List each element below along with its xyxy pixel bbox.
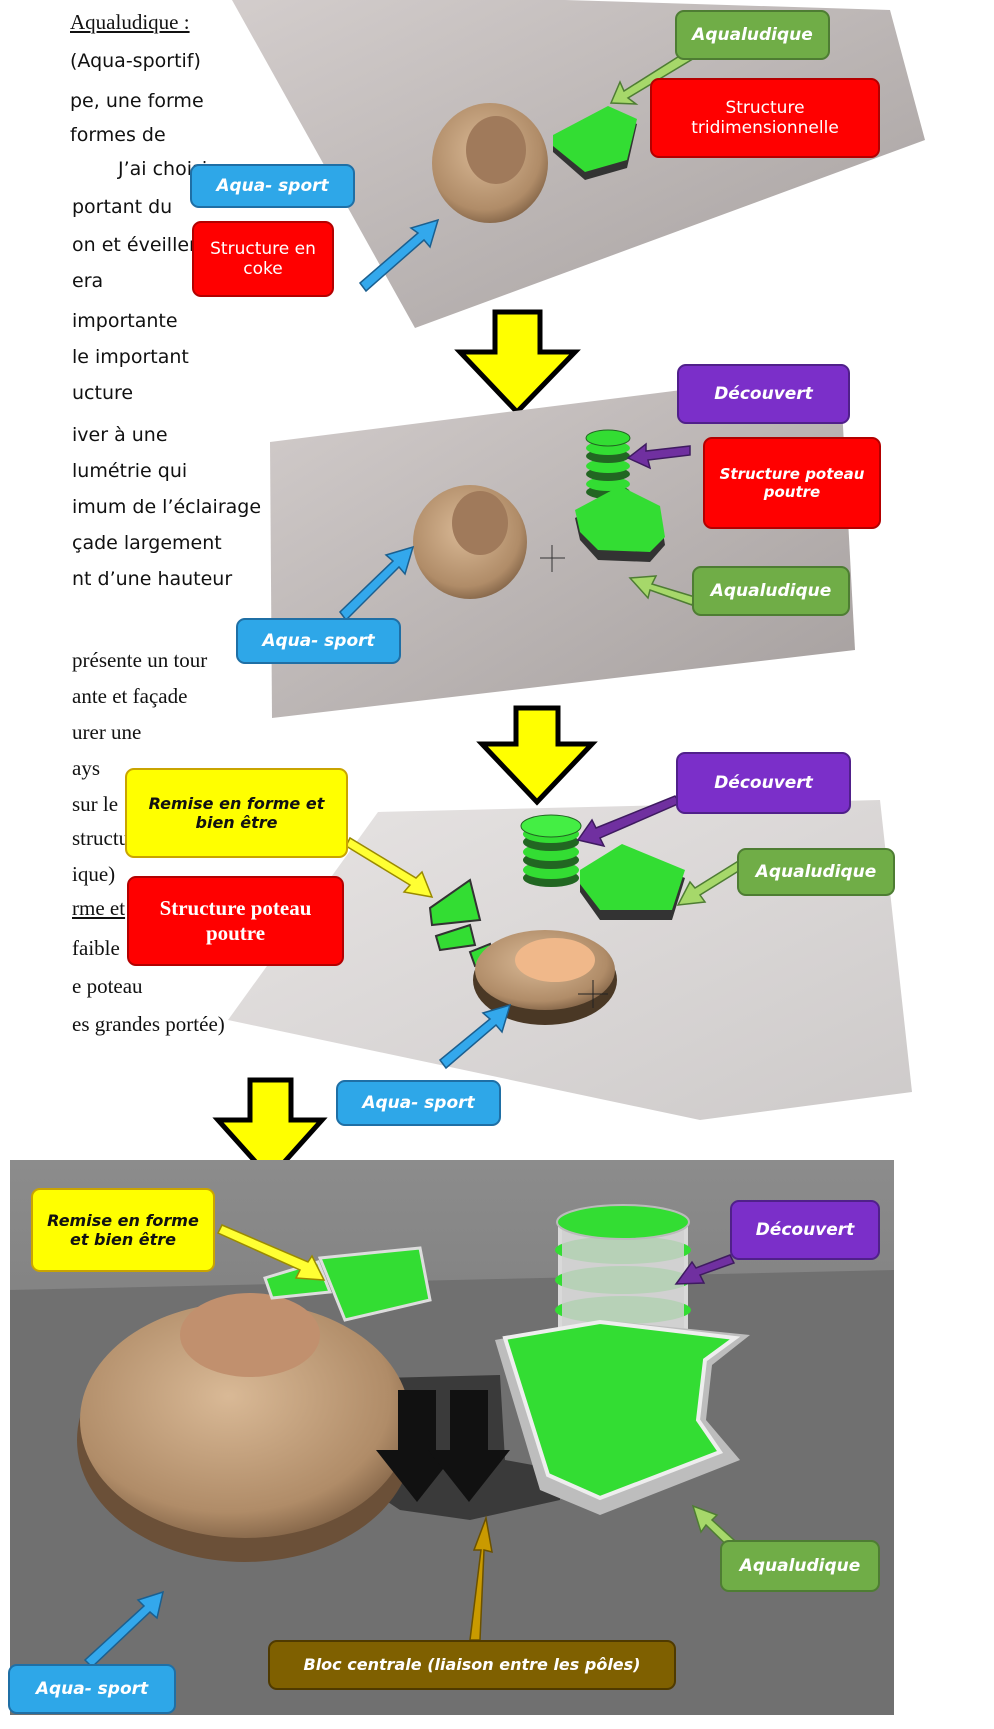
left-text-line: e poteau [72, 974, 143, 998]
left-text-line: le important [72, 346, 189, 368]
decouvert-tower [520, 814, 582, 887]
aqualudique-volume [580, 844, 685, 920]
arrow-decouvert [576, 795, 682, 848]
aqua-sport-volume [432, 103, 548, 223]
arrow-bloc-centrale [469, 1515, 493, 1641]
left-text-line: ante et façade [72, 684, 188, 708]
left-text-line: nt d’une hauteur [72, 568, 233, 590]
left-text-line: lumétrie qui [72, 460, 188, 482]
left-text-line: ucture [72, 382, 134, 404]
left-text-line: faible [72, 936, 120, 960]
arrow-remise [216, 1224, 326, 1281]
left-text-line: (Aqua-sportif) [70, 50, 201, 72]
label-structure-tridimensionnelle: Structure tridimensionnelle [650, 78, 880, 158]
arrow-aqua-sport [358, 218, 440, 293]
label-structure-poteau-poutre: Structure poteau poutre [127, 876, 344, 966]
label-bloc-centrale: Bloc centrale (liaison entre les pôles) [268, 1640, 676, 1690]
aqualudique-volume [553, 106, 637, 180]
arrow-aqua-sport [339, 545, 415, 622]
arrow-remise [345, 836, 434, 898]
label-aqualudique: Aqualudique [720, 1540, 880, 1592]
left-text-line: formes de [70, 124, 166, 146]
label-remise-en-forme: Remise en forme et bien être [125, 768, 348, 858]
left-text-line: importante [72, 310, 178, 332]
left-text-line: urer une [72, 720, 142, 744]
aqualudique-volume [575, 486, 665, 562]
arrow-decouvert [626, 442, 691, 470]
label-aqualudique: Aqualudique [692, 566, 850, 616]
left-text-line: ays [72, 756, 100, 780]
left-text-line: on et éveiller la [72, 234, 220, 256]
down-arrow-yellow [212, 1077, 328, 1182]
label-aqua-sport: Aqua- sport [190, 164, 355, 208]
decouvert-tower [555, 1204, 691, 1354]
down-arrow-yellow [454, 309, 581, 416]
left-text-line: çade largement [72, 532, 222, 554]
left-text-line: ique) [72, 862, 116, 886]
left-text-line: présente un tour [72, 648, 208, 672]
left-text-line: portant du [72, 196, 173, 218]
arrow-decouvert [674, 1254, 736, 1285]
left-text-line: pe, une forme [70, 90, 204, 112]
arrow-aqua-sport [83, 1590, 165, 1669]
left-text-line: Aqualudique : [70, 10, 190, 34]
label-decouvert: Découvert [730, 1200, 880, 1260]
left-text-line: era [72, 270, 104, 292]
left-text-line: sur le [72, 792, 119, 816]
aqua-sport-volume [77, 1293, 413, 1562]
decouvert-tower [585, 429, 631, 499]
left-text-line: J’ai choisi [118, 158, 208, 180]
label-structure-poteau-poutre: Structure poteau poutre [703, 437, 881, 529]
label-aqua-sport: Aqua- sport [8, 1664, 176, 1714]
central-block-arrows [376, 1390, 510, 1502]
arrow-aqualudique [628, 575, 696, 606]
label-decouvert: Découvert [676, 752, 851, 814]
label-structure-en-coke: Structure en coke [192, 221, 334, 297]
remise-en-forme-volumes [428, 878, 497, 968]
left-text-line: es grandes portée) [72, 1012, 225, 1036]
label-aqualudique: Aqualudique [737, 848, 895, 896]
aqua-sport-volume [473, 930, 617, 1025]
label-remise-en-forme: Remise en forme et bien être [31, 1188, 215, 1272]
label-aqua-sport: Aqua- sport [236, 618, 401, 664]
arrow-aqua-sport [438, 1003, 512, 1070]
stage-3 [228, 795, 912, 1120]
aqua-sport-volume [413, 485, 527, 599]
left-text-line: imum de l’éclairage [72, 496, 262, 518]
aqualudique-volume [495, 1319, 750, 1515]
left-text-line: iver à une [72, 424, 168, 446]
left-text-line: rme et [72, 896, 126, 920]
down-arrow-yellow [476, 705, 598, 806]
label-decouvert: Découvert [677, 364, 850, 424]
label-aqualudique: Aqualudique [675, 10, 830, 60]
label-aqua-sport: Aqua- sport [336, 1080, 501, 1126]
